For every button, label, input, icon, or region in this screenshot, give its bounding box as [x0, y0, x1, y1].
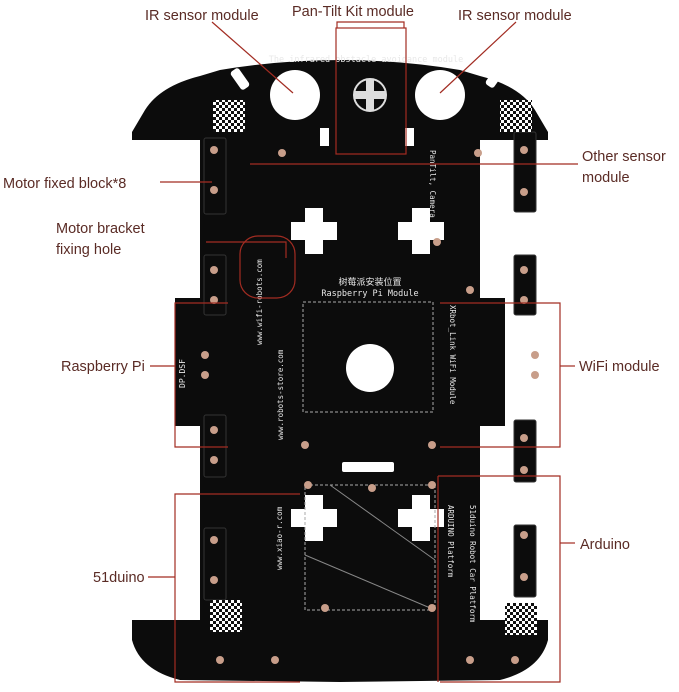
label-wifi: WiFi module [579, 359, 660, 375]
rpi-en-text: Raspberry Pi Module [321, 289, 418, 299]
motor-block [203, 137, 227, 215]
url-text-1: www.robots-store.com [276, 349, 285, 440]
label-ir-left: IR sensor module [145, 8, 259, 24]
cross-cutouts [291, 208, 444, 541]
ir-hole-right [415, 70, 465, 120]
label-other-sensor-line2: module [582, 170, 630, 186]
board-header-text: The infrared obstacle avoidance module [269, 55, 463, 65]
qr-code-icon [500, 100, 532, 132]
url-text-3: www.xiao-r.com [275, 506, 284, 570]
arduino-board-text: ARDUINO Platform [446, 505, 455, 578]
motor-block [513, 419, 537, 483]
motor-block [513, 524, 537, 598]
wifi-board-text: XRbot_Link WiFi Module [448, 305, 457, 405]
label-pan-tilt: Pan-Tilt Kit module [292, 4, 414, 20]
leader-lines [148, 21, 578, 683]
pcb-board [132, 60, 548, 682]
slot [342, 462, 394, 472]
qr-code-icon [213, 100, 245, 132]
motor-blocks [203, 131, 537, 601]
mounting-holes [201, 146, 539, 664]
label-other-sensor-line1: Other sensor [582, 149, 666, 165]
pan-tilt-mount [320, 78, 414, 146]
motor-block [513, 131, 537, 213]
rpi-cn-text: 树莓派安装位置 [338, 276, 401, 288]
qr-code-icon [210, 600, 242, 632]
motor-block [203, 254, 227, 316]
label-motor-block: Motor fixed block*8 [3, 176, 126, 192]
ir-hole-left [270, 70, 320, 120]
qr-code-icon [505, 603, 537, 635]
dpdsf-text: DP.DSF [178, 359, 187, 388]
motor-block [513, 254, 537, 316]
label-51duino: 51duino [93, 570, 145, 586]
label-motor-bracket-line1: Motor bracket [56, 221, 145, 237]
label-arduino: Arduino [580, 537, 630, 553]
motor-block [203, 414, 227, 478]
duino-board-text: 51duino Robot Car Platform [468, 505, 477, 623]
pan-tilt-board-text: PanTilt, Camera [428, 150, 437, 218]
label-raspberry-pi: Raspberry Pi [61, 359, 145, 375]
center-hole [346, 344, 394, 392]
url-text-2: www.wifi-robots.com [255, 259, 264, 345]
raspberry-pi-area [302, 301, 434, 413]
label-motor-bracket-line2: fixing hole [56, 242, 121, 258]
label-ir-right: IR sensor module [458, 8, 572, 24]
